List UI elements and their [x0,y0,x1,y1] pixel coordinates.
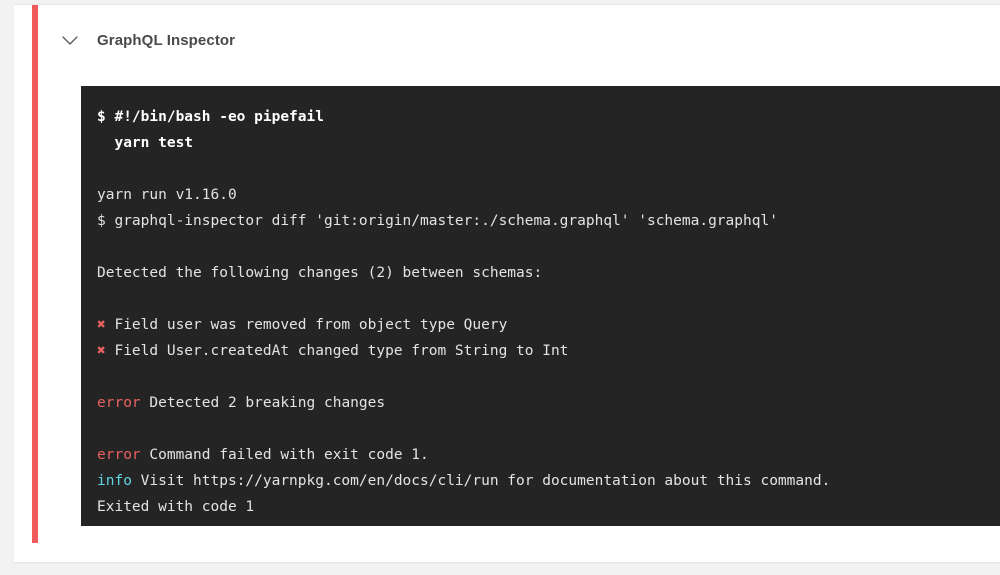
terminal-line [97,234,1000,260]
terminal-line: $ #!/bin/bash -eo pipefail [97,109,324,125]
terminal-line-text: Command failed with exit code 1. [140,447,429,463]
terminal-line-text: Visit https://yarnpkg.com/en/docs/cli/ru… [131,473,831,489]
terminal-line: error Command failed with exit code 1. [97,442,1000,468]
cross-icon: ✖ [97,317,106,333]
log-level-token: error [97,447,141,463]
terminal-line: yarn run v1.16.0 [97,187,237,203]
build-step-card: GraphQL Inspector $ #!/bin/bash -eo pipe… [14,4,1000,562]
cross-icon: ✖ [97,343,106,359]
step-status-accent-bar [32,5,38,543]
log-level-token: info [97,473,132,489]
terminal-line: Detected the following changes (2) betwe… [97,265,543,281]
terminal-line: ✖ Field User.createdAt changed type from… [97,338,1000,364]
terminal-line [97,364,1000,390]
terminal-line [97,286,1000,312]
terminal-line: $ graphql-inspector diff 'git:origin/mas… [97,213,778,229]
terminal-body: $ #!/bin/bash -eo pipefail yarn test yar… [97,104,1000,520]
terminal-line: info Visit https://yarnpkg.com/en/docs/c… [97,468,1000,494]
terminal-output[interactable]: $ #!/bin/bash -eo pipefail yarn test yar… [81,86,1000,526]
terminal-line: error Detected 2 breaking changes [97,390,1000,416]
terminal-line-text: Field user was removed from object type … [105,317,508,333]
chevron-down-icon[interactable] [57,27,83,53]
step-header[interactable]: GraphQL Inspector [44,19,235,61]
terminal-line-text: Field User.createdAt changed type from S… [105,343,569,359]
log-level-token: error [97,395,141,411]
terminal-line [97,156,1000,182]
terminal-line: yarn test [97,135,194,151]
terminal-line-text: Detected 2 breaking changes [140,395,386,411]
terminal-line: ✖ Field user was removed from object typ… [97,312,1000,338]
terminal-line [97,416,1000,442]
step-title: GraphQL Inspector [97,31,236,49]
terminal-line: Exited with code 1 [97,499,255,515]
